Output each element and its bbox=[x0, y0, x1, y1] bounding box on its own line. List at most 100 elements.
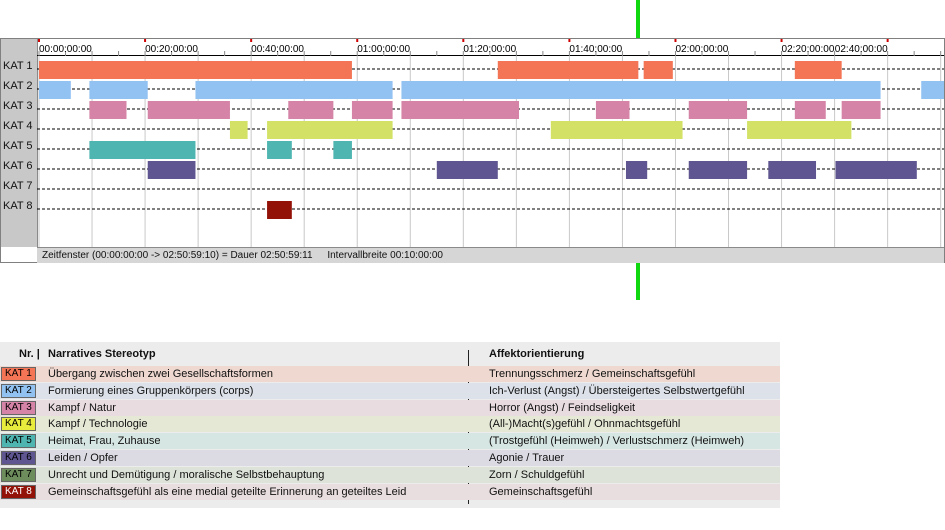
tick-label: 02:00:00:00 bbox=[675, 44, 728, 55]
status-interval-width: Intervallbreite 00:10:00:00 bbox=[327, 250, 443, 261]
tick-label: 00:40:00:00 bbox=[251, 44, 304, 55]
tick-label: 00:20:00:00 bbox=[145, 44, 198, 55]
segment-bar bbox=[497, 61, 639, 79]
legend-color-badge: KAT 5 bbox=[1, 434, 36, 449]
legend-color-badge: KAT 1 bbox=[1, 367, 36, 381]
legend-header-stereotype: Narratives Stereotyp bbox=[48, 348, 156, 360]
legend-stereotype: Gemeinschaftsgefühl als eine medial gete… bbox=[48, 485, 407, 498]
playhead-marker-top[interactable] bbox=[636, 0, 640, 38]
row-label-kat-5: KAT 5 bbox=[3, 140, 33, 152]
legend-stereotype: Kampf / Natur bbox=[48, 401, 116, 414]
major-tick-marker bbox=[674, 39, 677, 42]
segment-bar bbox=[688, 101, 748, 119]
legend-table: Nr. | Narratives Stereotyp Affektorienti… bbox=[0, 342, 780, 508]
segment-bar bbox=[89, 81, 148, 99]
tick-label: 01:40:00:00 bbox=[569, 44, 622, 55]
tick-label: 02:40:00:00 bbox=[835, 44, 888, 55]
row-label-kat-2: KAT 2 bbox=[3, 80, 33, 92]
segment-bar bbox=[333, 141, 352, 159]
row-label-kat-7: KAT 7 bbox=[3, 180, 33, 192]
legend-affect: Ich-Verlust (Angst) / Übersteigertes Sel… bbox=[489, 384, 745, 397]
segment-bar bbox=[841, 101, 881, 119]
segment-bar bbox=[550, 121, 683, 139]
row-label-kat-1: KAT 1 bbox=[3, 60, 33, 72]
tick-label: 01:00:00:00 bbox=[357, 44, 410, 55]
segment-bar bbox=[89, 101, 127, 119]
legend-color-badge: KAT 6 bbox=[1, 451, 36, 465]
legend-color-badge: KAT 8 bbox=[1, 484, 36, 499]
segment-bar bbox=[39, 81, 71, 99]
status-bar: Zeitfenster (00:00:00:00 -> 02:50:59:10)… bbox=[37, 247, 944, 263]
segment-bar bbox=[768, 161, 817, 179]
segment-bar bbox=[195, 81, 393, 99]
legend-affect: Trennungsschmerz / Gemeinschaftsgefühl bbox=[489, 368, 696, 380]
legend-stereotype: Unrecht und Demütigung / moralische Selb… bbox=[48, 468, 325, 481]
status-time-window: Zeitfenster (00:00:00:00 -> 02:50:59:10)… bbox=[42, 250, 313, 261]
major-tick-marker bbox=[780, 39, 783, 42]
segment-bar bbox=[147, 101, 230, 119]
legend-row: KAT 5 Heimat, Frau, Zuhause (Trostgefühl (… bbox=[0, 433, 780, 450]
legend-stereotype: Heimat, Frau, Zuhause bbox=[48, 435, 161, 448]
legend-header-affect: Affektorientierung bbox=[489, 348, 585, 360]
segment-bar bbox=[229, 121, 248, 139]
legend-affect: Agonie / Trauer bbox=[489, 452, 565, 464]
row-label-kat-4: KAT 4 bbox=[3, 120, 33, 132]
legend-row: KAT 1 Übergang zwischen zwei Gesellschaft… bbox=[0, 366, 780, 382]
tick-label: 02:20:00:00 bbox=[782, 44, 835, 55]
segment-bar bbox=[625, 161, 648, 179]
major-tick-marker bbox=[886, 39, 889, 42]
row-label-kat-6: KAT 6 bbox=[3, 160, 33, 172]
legend-row: KAT 8 Gemeinschaftsgefühl als eine medial… bbox=[0, 483, 780, 500]
segment-bar bbox=[401, 101, 520, 119]
segment-bar bbox=[288, 101, 334, 119]
legend-stereotype: Kampf / Technologie bbox=[48, 418, 148, 431]
major-tick-marker bbox=[38, 39, 40, 42]
playhead-marker-bottom[interactable] bbox=[636, 263, 640, 300]
timeline-chart[interactable]: 00:00:00:00 00:20:00:00 00:40:00:00 01:00:0… bbox=[37, 39, 944, 247]
major-tick-marker bbox=[462, 39, 465, 42]
legend-stereotype: Formierung eines Gruppenkörpers (corps) bbox=[48, 384, 254, 397]
legend-affect: (All-)Macht(s)gefühl / Ohnmachtsgefühl bbox=[489, 418, 681, 431]
legend-row: KAT 3 Kampf / Natur Horror (Angst) / Feind… bbox=[0, 399, 780, 416]
timeline-panel: KAT 1 KAT 2 KAT 3 KAT 4 KAT 5 KAT 6 KAT … bbox=[0, 38, 945, 263]
legend-row: KAT 7 Unrecht und Demütigung / moralische… bbox=[0, 466, 780, 483]
legend-color-badge: KAT 2 bbox=[1, 383, 36, 398]
tick-label: 01:20:00:00 bbox=[463, 44, 516, 55]
category-labels: KAT 1 KAT 2 KAT 3 KAT 4 KAT 5 KAT 6 KAT … bbox=[1, 39, 38, 247]
row-label-kat-8: KAT 8 bbox=[3, 200, 33, 212]
legend-row: KAT 6 Leiden / Opfer Agonie / Trauer bbox=[0, 450, 780, 466]
legend-stereotype: Leiden / Opfer bbox=[48, 452, 118, 464]
segment-bar bbox=[267, 121, 393, 139]
segment-bar bbox=[267, 141, 292, 159]
segment-bar bbox=[401, 81, 881, 99]
legend-affect: Zorn / Schuldgefühl bbox=[489, 468, 585, 481]
major-tick-marker bbox=[568, 39, 571, 42]
major-tick-marker bbox=[356, 39, 359, 42]
segment-bar bbox=[794, 101, 826, 119]
legend-color-badge: KAT 4 bbox=[1, 417, 36, 432]
legend-stereotype: Übergang zwischen zwei Gesellschaftsform… bbox=[48, 368, 273, 380]
legend-color-badge: KAT 7 bbox=[1, 467, 36, 482]
segment-bar bbox=[436, 161, 498, 179]
legend-affect: Gemeinschaftsgefühl bbox=[489, 485, 593, 498]
legend-row: KAT 2 Formierung eines Gruppenkörpers (co… bbox=[0, 382, 780, 399]
legend-affect: Horror (Angst) / Feindseligkeit bbox=[489, 401, 636, 414]
legend-affect: (Trostgefühl (Heimweh) / Verlustschmerz … bbox=[489, 435, 745, 448]
legend-row: KAT 4 Kampf / Technologie (All-)Macht(s)ge… bbox=[0, 416, 780, 433]
segment-bar bbox=[747, 121, 852, 139]
major-tick-marker bbox=[144, 39, 147, 42]
segment-bar bbox=[835, 161, 917, 179]
segment-bar bbox=[89, 141, 196, 159]
segment-bar bbox=[794, 61, 842, 79]
legend-header-nr: Nr. | bbox=[19, 348, 40, 360]
segment-bar bbox=[147, 161, 196, 179]
tick-label: 00:00:00:00 bbox=[39, 44, 92, 55]
segment-bar bbox=[643, 61, 673, 79]
major-tick-marker bbox=[250, 39, 253, 42]
segment-bar bbox=[595, 101, 630, 119]
segment-bar bbox=[351, 101, 393, 119]
row-label-kat-3: KAT 3 bbox=[3, 100, 33, 112]
segment-bar bbox=[39, 61, 352, 79]
segment-bar bbox=[688, 161, 748, 179]
legend-color-badge: KAT 3 bbox=[1, 400, 36, 415]
